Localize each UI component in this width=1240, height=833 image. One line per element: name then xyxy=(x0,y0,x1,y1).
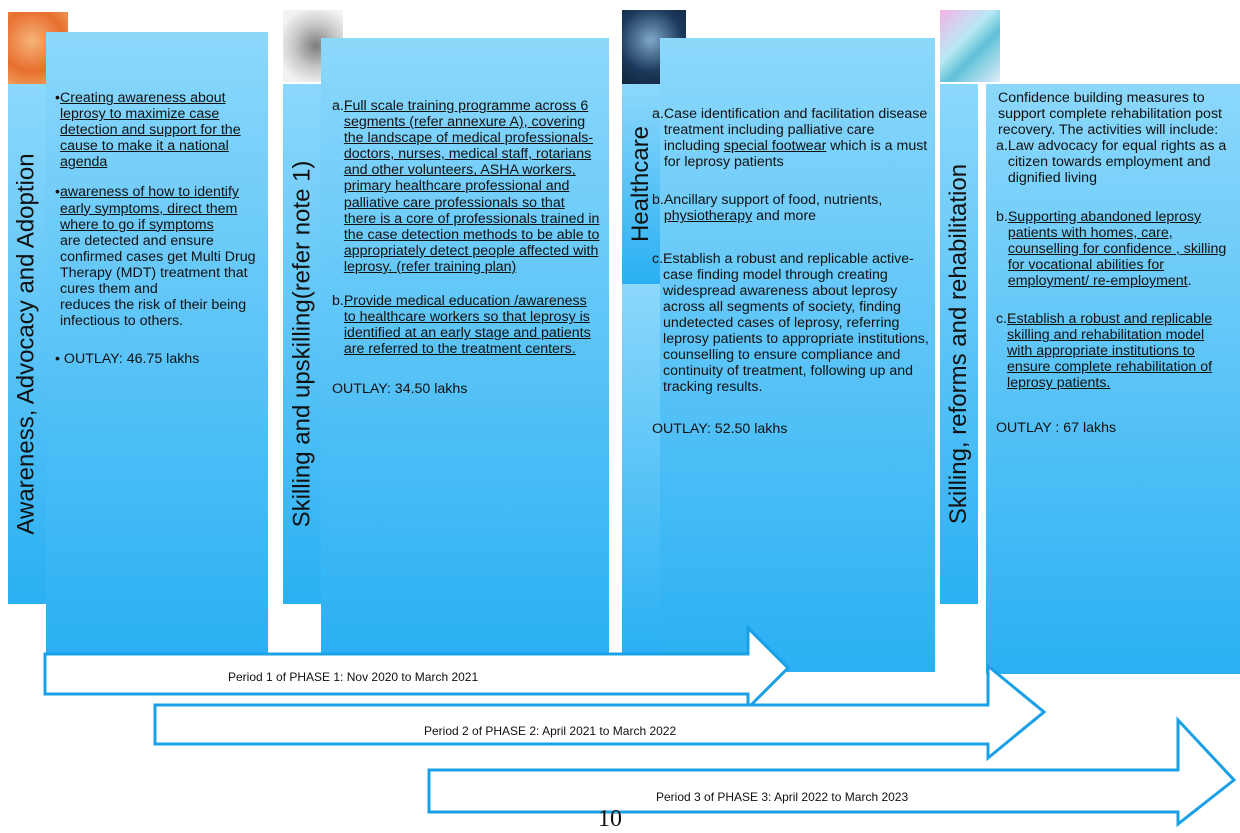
phase-1-label: Period 1 of PHASE 1: Nov 2020 to March 2… xyxy=(228,670,479,684)
item-text: Law advocacy for equal rights as a citiz… xyxy=(1007,138,1227,187)
arrow-shape xyxy=(427,716,1237,828)
item-text: Supporting abandoned leprosy patients wi… xyxy=(1007,208,1227,289)
item-text: Case identification and facilitation dis… xyxy=(663,106,928,155)
phase-3-label: Period 3 of PHASE 3: April 2022 to March… xyxy=(656,790,909,804)
arrow-shape xyxy=(153,662,1047,762)
list-item: b. Provide medical education /awareness … xyxy=(332,293,600,357)
list-item: a. Full scale training programme across … xyxy=(332,98,600,275)
item-text: Provide medical education /awareness to … xyxy=(343,293,591,358)
content-box-4 xyxy=(986,84,1240,674)
heading-strip-3: Healthcare xyxy=(622,84,660,284)
photo-thumbnail-4 xyxy=(940,10,1000,82)
item-marker: b. xyxy=(996,208,1008,225)
heading-strip-3-lower xyxy=(622,284,660,654)
item-marker: c. xyxy=(996,311,1008,328)
item-marker: a. xyxy=(332,98,344,114)
item-marker: a. xyxy=(996,138,1008,155)
content-box-1 xyxy=(46,32,268,654)
phase-arrow-3: Period 3 of PHASE 3: April 2022 to March… xyxy=(426,712,1240,828)
item-text: . xyxy=(1187,272,1192,289)
column-content-2: a. Full scale training programme across … xyxy=(332,98,600,398)
outlay-text: • OUTLAY: 46.75 lakhs xyxy=(55,351,200,368)
list-item: b. Ancillary support of food, nutrients,… xyxy=(652,192,930,224)
list-item: c. Establish a robust and replicable ski… xyxy=(996,311,1230,391)
column-content-4: Confidence building measures to support … xyxy=(996,90,1230,436)
bullet-marker: • xyxy=(55,184,60,201)
list-item: • awareness of how to identify early sym… xyxy=(55,184,258,329)
item-text: Full scale training programme across 6 s… xyxy=(343,98,600,275)
item-marker: a. xyxy=(652,106,664,122)
item-text: Establish a robust and replicable skilli… xyxy=(1007,311,1213,392)
heading-strip-1: Awareness, Advocacy and Adoption xyxy=(8,84,46,604)
arrow-shape xyxy=(43,624,791,712)
item-text: reduces the risk of their being infectio… xyxy=(59,297,247,330)
outlay-text: OUTLAY: 34.50 lakhs xyxy=(332,381,468,398)
list-item: a. Case identification and facilitation … xyxy=(652,106,930,170)
item-marker: b. xyxy=(652,192,664,209)
item-text: are detected and ensure confirmed cases … xyxy=(59,232,256,298)
outlay-text: OUTLAY: 52.50 lakhs xyxy=(652,421,788,438)
item-marker: c. xyxy=(652,250,664,267)
list-item: b. Supporting abandoned leprosy patients… xyxy=(996,209,1230,289)
heading-strip-4: Skilling, reforms and rehabilitation xyxy=(940,84,978,604)
phase-arrow-1: Period 1 of PHASE 1: Nov 2020 to March 2… xyxy=(42,622,792,712)
list-item: c. Establish a robust and replicable act… xyxy=(652,251,930,396)
item-text: awareness of how to identify early sympt… xyxy=(59,184,239,233)
column-heading-3: Healthcare xyxy=(627,125,654,243)
list-item: a. Law advocacy for equal rights as a ci… xyxy=(996,138,1230,186)
item-text: Ancillary support of food, nutrients, xyxy=(663,192,883,209)
item-text: which is a must for leprosy patients xyxy=(663,138,928,171)
column-heading-1: Awareness, Advocacy and Adoption xyxy=(13,153,40,535)
column-content-3: a. Case identification and facilitation … xyxy=(652,106,930,438)
special-footwear-link[interactable]: special footwear xyxy=(723,138,827,155)
column-heading-4: Skilling, reforms and rehabilitation xyxy=(945,163,972,525)
item-text: and more xyxy=(752,208,817,225)
list-item: • Creating awareness about leprosy to ma… xyxy=(55,90,258,170)
intro-text: Confidence building measures to support … xyxy=(998,90,1222,139)
content-box-2 xyxy=(321,38,609,654)
phase-2-label: Period 2 of PHASE 2: April 2021 to March… xyxy=(424,724,677,738)
page-number: 10 xyxy=(598,806,622,832)
content-box-3 xyxy=(660,38,935,672)
item-marker: b. xyxy=(332,293,344,310)
column-heading-2: Skilling and upskilling(refer note 1) xyxy=(288,160,316,528)
physiotherapy-link[interactable]: physiotherapy xyxy=(663,208,753,225)
column-content-1: • Creating awareness about leprosy to ma… xyxy=(55,90,258,367)
item-text: Establish a robust and replicable active… xyxy=(663,250,929,396)
phase-arrow-2: Period 2 of PHASE 2: April 2021 to March… xyxy=(152,658,1052,768)
item-text: Creating awareness about leprosy to maxi… xyxy=(59,90,241,171)
heading-strip-2: Skilling and upskilling(refer note 1) xyxy=(283,84,321,604)
bullet-marker: • xyxy=(55,90,60,106)
outlay-text: OUTLAY : 67 lakhs xyxy=(996,419,1117,436)
